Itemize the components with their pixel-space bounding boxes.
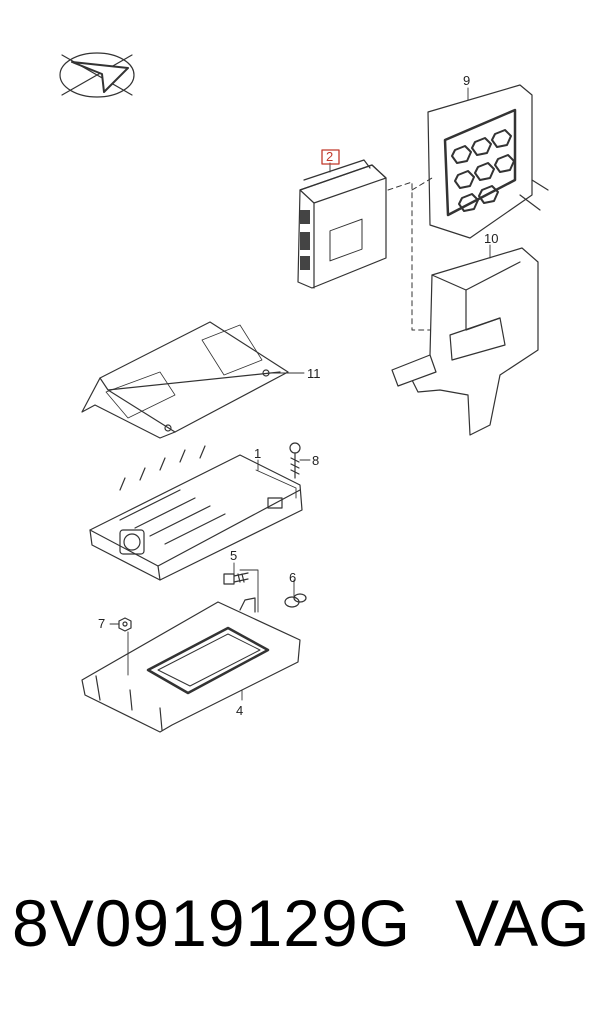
part-7-nut — [118, 617, 132, 632]
part-2-control-module — [297, 159, 387, 289]
orientation-compass-icon — [59, 52, 135, 98]
part-1-amplifier — [89, 445, 303, 581]
part-6-bush — [284, 593, 307, 608]
exploded-parts-diagram: 1 2 4 5 6 7 8 9 10 11 — [59, 52, 549, 733]
part-number: 8V0919129G — [12, 886, 412, 960]
brand-name: VAG — [455, 886, 590, 960]
callout-10: 10 — [484, 231, 498, 246]
callout-2: 2 — [326, 149, 333, 164]
alignment-leader-lines — [387, 177, 433, 331]
part-11-cover — [81, 321, 289, 439]
callout-labels: 1 2 4 5 6 7 8 9 10 11 — [98, 73, 498, 718]
caption-bar: 8V0919129G VAG — [0, 885, 600, 995]
callout-8: 8 — [312, 453, 319, 468]
part-4-mounting-frame — [81, 597, 301, 733]
callout-4: 4 — [236, 703, 243, 718]
callout-2-highlight-box — [321, 149, 340, 165]
callout-6: 6 — [289, 570, 296, 585]
part-8-screw — [289, 442, 301, 479]
callout-5: 5 — [230, 548, 237, 563]
part-10-bracket — [391, 247, 539, 436]
callout-9: 9 — [463, 73, 470, 88]
callout-7: 7 — [98, 616, 105, 631]
callout-1: 1 — [254, 446, 261, 461]
callout-11: 11 — [307, 366, 321, 381]
callout-leader-lines — [109, 87, 491, 701]
part-9-mesh-panel — [427, 84, 549, 239]
part-5-bolt — [223, 572, 249, 585]
